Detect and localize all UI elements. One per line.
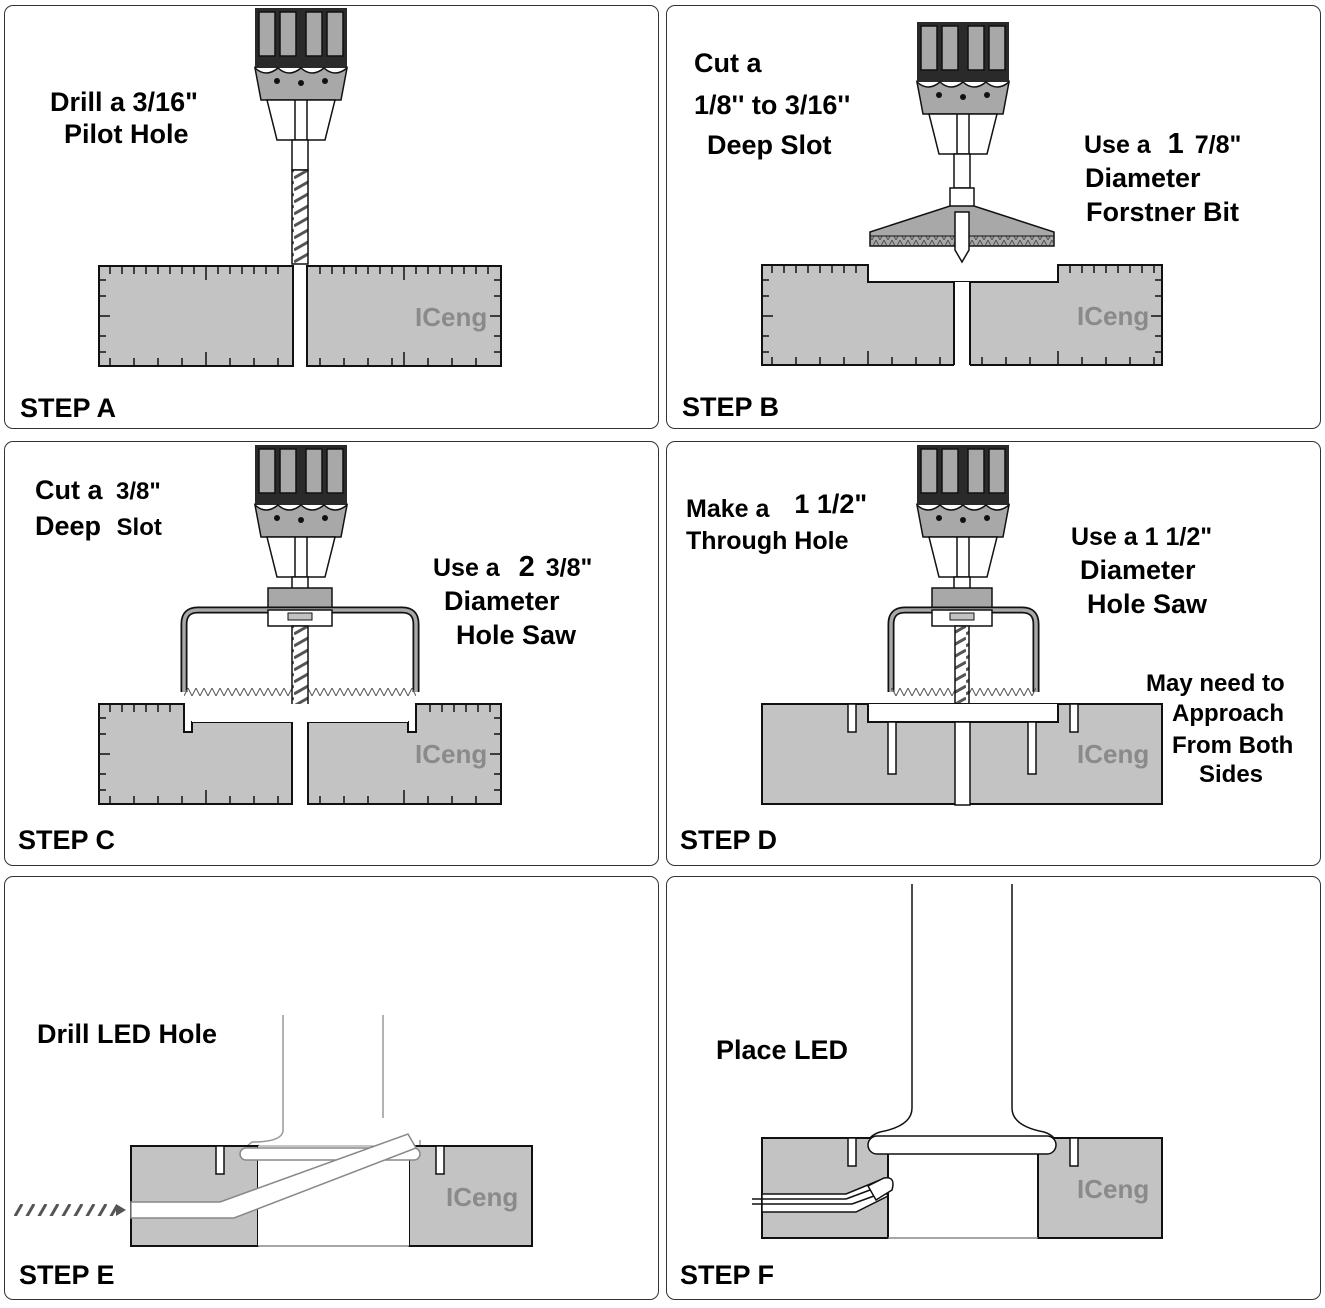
step-a-title: STEP A (20, 393, 117, 423)
step-c-label-line-2: Deep Slot (35, 513, 162, 540)
step-d-note-line-2: Diameter (1080, 555, 1196, 585)
step-d-label-line-2: Through Hole (686, 527, 849, 555)
step-c-note-use: Use a (433, 554, 500, 582)
step-b-note-line-2: Diameter (1085, 163, 1201, 193)
step-b-note-size-whole: 1 (1167, 128, 1184, 160)
step-c-label-line-1: Cut a 3/8" (35, 477, 161, 504)
step-b-note-line-3: Forstner Bit (1086, 197, 1240, 227)
step-c-note-size-frac: 3/8" (545, 554, 593, 582)
step-c-note-line-2: Diameter (444, 586, 560, 616)
step-a-label-line-1: Drill a 3/16" (50, 87, 198, 117)
step-d-drawing (761, 444, 1163, 806)
step-d-note-line-1: Use a 1 1/2" (1071, 523, 1213, 551)
step-d-label-make: Make a (686, 495, 770, 523)
step-d-hint-line-1: May need to (1146, 670, 1285, 697)
step-e-drawing (14, 1015, 533, 1247)
step-b-title: STEP B (682, 392, 780, 422)
step-f-label: Place LED (716, 1035, 849, 1065)
step-d-hint-line-2: Approach (1172, 700, 1285, 727)
step-b-note-size-frac: 7/8" (1194, 131, 1242, 159)
step-b-drawing (761, 21, 1163, 366)
step-c-title: STEP C (18, 825, 116, 855)
step-d-hint-line-3: From Both (1172, 732, 1294, 759)
step-d-label-line-1: Make a 1 1/2" (686, 491, 867, 523)
step-c-label-cut: Cut a (35, 475, 103, 505)
step-f-drawing (752, 884, 1163, 1239)
step-c-label-slot: Slot (116, 514, 162, 541)
watermark: ICeng (415, 739, 488, 769)
step-f-title: STEP F (680, 1260, 775, 1290)
step-c-label-deep: Deep (35, 511, 102, 541)
step-b-label-line-1: Cut a (694, 48, 762, 78)
step-b-label-line-2: 1/8'' to 3/16'' (694, 90, 851, 120)
step-d-title: STEP D (680, 825, 778, 855)
step-e-label: Drill LED Hole (37, 1019, 218, 1049)
watermark: ICeng (1077, 1174, 1150, 1204)
step-a-drawing (98, 7, 502, 367)
watermark: ICeng (446, 1182, 519, 1212)
watermark: ICeng (1077, 301, 1150, 331)
step-b-note-line-1: Use a 1 7/8" (1084, 130, 1241, 159)
watermark: ICeng (1077, 739, 1150, 769)
step-d-label-size: 1 1/2" (794, 489, 868, 519)
step-c-drawing (98, 444, 502, 805)
watermark: ICeng (415, 302, 488, 332)
step-d-hint-line-4: Sides (1199, 761, 1264, 788)
step-c-note-line-3: Hole Saw (456, 620, 577, 650)
step-d-note-line-3: Hole Saw (1087, 589, 1208, 619)
step-b-note-use: Use a (1084, 131, 1151, 159)
step-c-note-line-1: Use a 2 3/8" (433, 553, 592, 582)
step-b-label-line-3: Deep Slot (707, 130, 832, 160)
step-e-title: STEP E (19, 1260, 115, 1290)
step-a-label-line-2: Pilot Hole (64, 119, 189, 149)
step-c-label-depth: 3/8" (116, 478, 161, 505)
step-c-note-size-whole: 2 (518, 551, 535, 583)
